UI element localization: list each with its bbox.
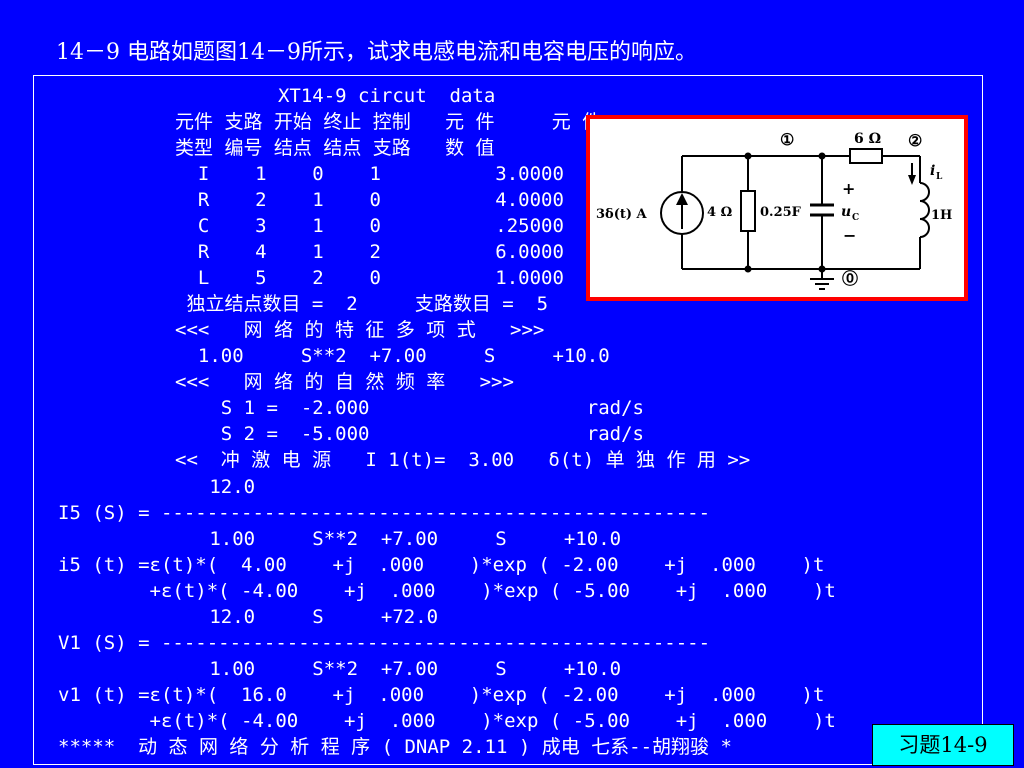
output-line: 独立结点数目 = 2 支路数目 = 5	[175, 293, 549, 315]
circuit-diagram: ① ② ⓪ 6 Ω 4 Ω 0.25F 1H 3δ(t) A u C + − i…	[586, 115, 968, 301]
output-line: R 4 1 2 6.0000	[175, 241, 564, 263]
junction-dot	[818, 265, 826, 273]
capacitor-voltage-label: u	[841, 204, 851, 220]
output-line: 1.00 S**2 +7.00 S +10.0	[175, 658, 622, 680]
output-line: 12.0 S +72.0	[175, 606, 439, 628]
junction-dot	[744, 152, 752, 160]
output-line: 1.00 S**2 +7.00 S +10.0	[175, 345, 610, 367]
inductor-current-label: i	[930, 163, 935, 179]
resistor-4-ohm	[740, 190, 756, 232]
exercise-badge: 习题14-9	[872, 724, 1014, 766]
inductor-label: 1H	[931, 208, 952, 223]
output-line: 12.0	[175, 476, 256, 498]
output-frame	[33, 75, 983, 765]
output-line: XT14-9 circut data	[175, 85, 496, 107]
output-line: +ε(t)*( -4.00 +j .000 )*exp ( -5.00 +j .…	[58, 710, 836, 732]
output-line: 元件 支路 开始 终止 控制 元 件 元 件	[175, 111, 602, 133]
output-line: 类型 编号 结点 结点 支路 数 值	[175, 137, 495, 159]
page-title: 14－9 电路如题图14－9所示，试求电感电流和电容电压的响应。	[56, 40, 697, 65]
output-line: V1 (S) = -------------------------------…	[58, 632, 711, 654]
resistor-4-label: 4 Ω	[707, 205, 732, 220]
output-line: I 1 0 1 3.0000	[175, 163, 564, 185]
output-line: ***** 动 态 网 络 分 析 程 序 ( DNAP 2.11 ) 成电 七…	[58, 736, 732, 758]
inductor-coil	[919, 182, 930, 238]
resistor-6-ohm	[849, 148, 883, 164]
output-line: <<< 网 络 的 特 征 多 项 式 >>>	[175, 319, 545, 341]
minus-sign: −	[843, 226, 856, 245]
output-line: S 2 = -5.000 rad/s	[175, 423, 644, 445]
junction-dot	[818, 152, 826, 160]
output-line: <<< 网 络 的 自 然 频 率 >>>	[175, 371, 514, 393]
output-line: << 冲 激 电 源 I 1(t)= 3.00 δ(t) 单 独 作 用 >>	[175, 449, 751, 471]
output-line: 1.00 S**2 +7.00 S +10.0	[175, 528, 622, 550]
output-line: +ε(t)*( -4.00 +j .000 )*exp ( -5.00 +j .…	[58, 580, 836, 602]
output-line: i5 (t) =ε(t)*( 4.00 +j .000 )*exp ( -2.0…	[58, 554, 825, 576]
node-1-label: ①	[780, 130, 794, 149]
output-line: S 1 = -2.000 rad/s	[175, 397, 644, 419]
source-label: 3δ(t) A	[596, 207, 648, 222]
resistor-6-label: 6 Ω	[854, 131, 881, 147]
output-line: R 2 1 0 4.0000	[175, 189, 564, 211]
node-2-label: ②	[908, 131, 922, 150]
capacitor-voltage-subscript: C	[852, 213, 859, 223]
output-line: I5 (S) = -------------------------------…	[58, 502, 711, 524]
capacitor-label: 0.25F	[760, 205, 802, 220]
output-line: C 3 1 0 .25000	[175, 215, 564, 237]
node-0-label: ⓪	[842, 269, 858, 288]
output-line: v1 (t) =ε(t)*( 16.0 +j .000 )*exp ( -2.0…	[58, 684, 825, 706]
junction-dot	[744, 265, 752, 273]
inductor-current-subscript: L	[936, 172, 943, 182]
plus-sign: +	[842, 179, 855, 198]
output-line: L 5 2 0 1.0000	[175, 267, 564, 289]
